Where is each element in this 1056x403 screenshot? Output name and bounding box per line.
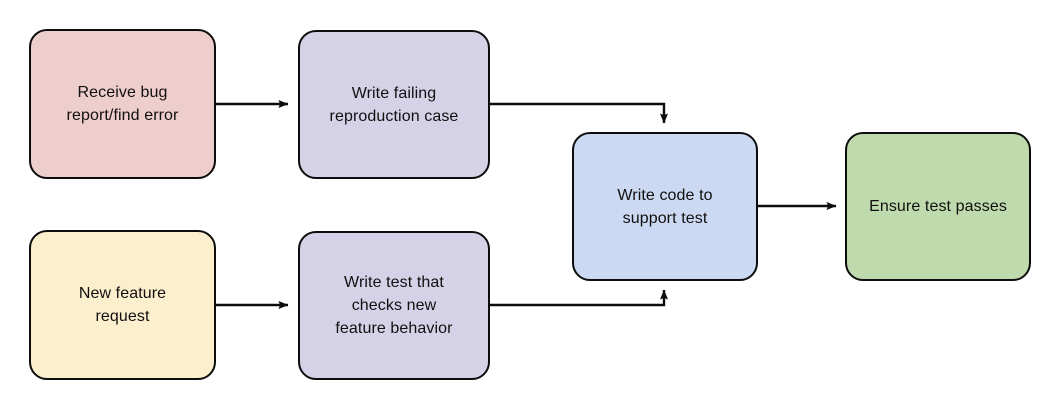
node-ensure-test-passes[interactable]: Ensure test passes: [845, 132, 1031, 281]
node-label: Write failing reproduction case: [329, 84, 459, 125]
node-label: Receive bug report/find error: [66, 84, 179, 124]
node-write-failing-reproduction-case[interactable]: Write failing reproduction case: [298, 30, 490, 179]
node-label: New feature request: [78, 285, 167, 325]
node-label: Write test that checks new feature behav…: [335, 274, 453, 337]
node-new-feature-request[interactable]: New feature request: [29, 230, 216, 380]
node-write-test-checks-new-feature-behavior[interactable]: Write test that checks new feature behav…: [298, 231, 490, 380]
node-label: Ensure test passes: [869, 198, 1007, 215]
node-label: Write code to support test: [617, 186, 713, 227]
node-receive-bug-report[interactable]: Receive bug report/find error: [29, 29, 216, 179]
edge-failing-to-code: [490, 102, 668, 124]
edge-featuretest-to-code: [490, 289, 668, 307]
node-write-code-to-support-test[interactable]: Write code to support test: [572, 132, 758, 281]
